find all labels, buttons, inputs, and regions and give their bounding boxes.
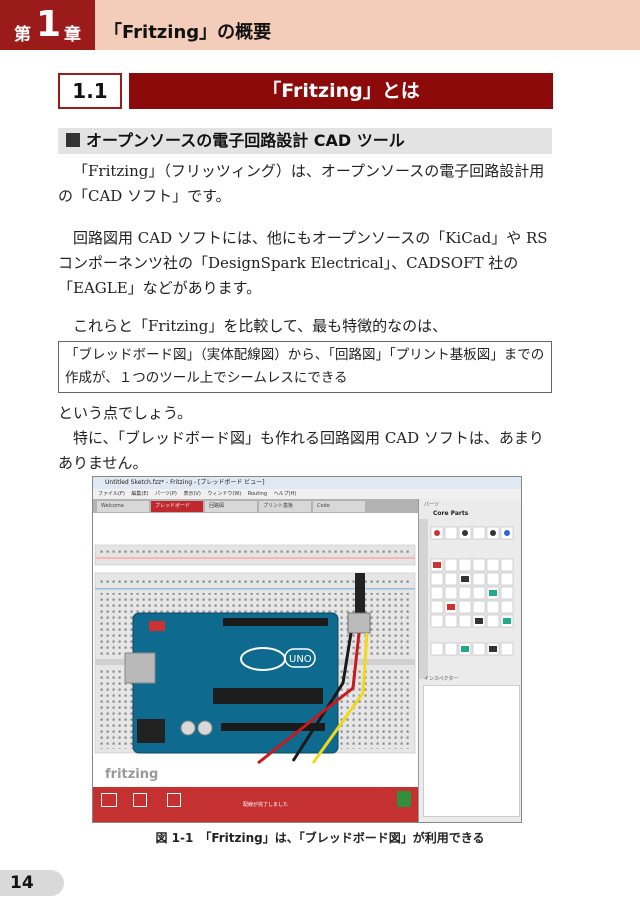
section-number: 1.1 [58,73,122,109]
fritzing-brand: fritzing [105,767,158,782]
menu-view[interactable]: 表示(V) [183,491,201,497]
view-tab-bar: Welcome ブレッドボード 回路図 プリント基板 Code [93,499,418,513]
square-bullet-icon [66,133,80,147]
parts-header: パーツ [424,502,439,508]
status-message: 配線が完了しました [243,802,289,808]
menu-file[interactable]: ファイル(F) [98,491,125,497]
tab-welcome[interactable]: Welcome [97,501,149,512]
page-number: 14 [10,873,34,893]
figure-caption: 図 1-1 「Fritzing」は、「ブレッドボード図」が利用できる [155,831,485,845]
parts-grid [419,519,514,679]
paragraph-intro: 「Fritzing」（フリッツィング）は、オープンソースの電子回路設計用の「CA… [58,162,545,205]
fritzing-screenshot: Untitled Sketch.fzz* - Fritzing - [ブレッドボ… [92,476,522,823]
paragraph-conclusion: という点でしょう。 [58,404,193,422]
subheading-text: オープンソースの電子回路設計 CAD ツール [86,131,405,150]
breadboard-canvas[interactable]: UNO fritzing [93,513,418,787]
inspector-header: インスペクター [424,676,459,682]
chapter-title: 「Fritzing」の概要 [104,22,272,43]
page-number-tab [0,870,64,896]
menu-window[interactable]: ウィンドウ(W) [207,491,242,497]
inspector-panel [423,685,520,817]
paragraph-alternatives: 回路図用 CAD ソフトには、他にもオープンソースの「KiCad」や RS コン… [58,229,548,297]
paragraph-comparison: これらと「Fritzing」を比較して、最も特徴的なのは、 [73,317,448,335]
bottom-toolbar: 配線が完了しました [93,787,418,822]
paragraph-note: 特に、「ブレッドボード図」も作れる回路図用 CAD ソフトは、あまりありません。 [58,429,544,472]
callout-box: 「ブレッドボード図」（実体配線図）から、「回路図」「プリント基板図」までの作成が… [58,341,552,393]
parts-panel: パーツ Core Parts [418,499,521,822]
add-note-icon[interactable] [101,793,117,807]
chapter-header-bar [0,0,640,50]
parts-title: Core Parts [433,510,469,517]
section-title: 「Fritzing」とは [129,73,553,109]
menu-help[interactable]: ヘルプ(H) [273,491,297,497]
flip-icon[interactable] [167,793,181,807]
breadboard-illustration: UNO fritzing [94,544,416,782]
tab-breadboard[interactable]: ブレッドボード [151,501,203,512]
board-label: UNO [289,654,312,665]
menu-bar: ファイル(F) 編集(E) パーツ(P) 表示(V) ウィンドウ(W) Rout… [93,489,521,499]
chapter-number: 1 [36,4,62,45]
menu-routing[interactable]: Routing [247,491,267,497]
menu-parts[interactable]: パーツ(P) [155,491,177,497]
share-icon[interactable] [397,791,411,807]
menu-edit[interactable]: 編集(E) [131,491,149,497]
chapter-suffix: 章 [64,25,81,45]
rotate-icon[interactable] [133,793,147,807]
window-title: Untitled Sketch.fzz* - Fritzing - [ブレッドボ… [105,479,265,486]
tab-code[interactable]: Code [313,501,365,512]
window-title-bar: Untitled Sketch.fzz* - Fritzing - [ブレッドボ… [93,477,521,489]
tab-schematic[interactable]: 回路図 [205,501,257,512]
tab-pcb[interactable]: プリント基板 [259,501,311,512]
chapter-prefix: 第 [14,25,31,45]
subheading: オープンソースの電子回路設計 CAD ツール [58,128,552,154]
chapter-number-box: 第 1 章 [0,0,95,50]
